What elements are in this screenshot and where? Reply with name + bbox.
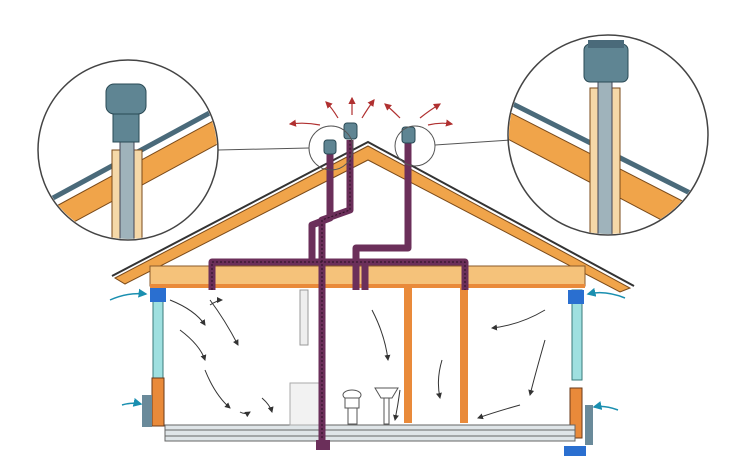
roof — [111, 140, 635, 293]
interior-partition — [299, 289, 309, 346]
inlet-airflow-arrows — [109, 287, 626, 411]
exhaust-airflow-arrows — [288, 96, 454, 127]
left-detail-view — [37, 59, 219, 241]
interior-post — [460, 288, 468, 423]
internal-airflow-arrows — [169, 297, 546, 421]
right-detail-view — [507, 34, 709, 236]
floor-slab — [164, 424, 576, 442]
left-wall — [142, 288, 166, 427]
ducts-outline — [211, 140, 466, 450]
bath-cabinet — [289, 382, 323, 426]
sink-icon — [374, 387, 399, 425]
interior-post — [404, 288, 412, 423]
roof-vent-cap-icon — [323, 122, 416, 155]
detail-marker-right — [394, 125, 436, 167]
callout-line — [217, 147, 310, 151]
callout-line — [434, 139, 511, 146]
toilet-icon — [342, 389, 362, 425]
floor-grille — [316, 440, 330, 450]
